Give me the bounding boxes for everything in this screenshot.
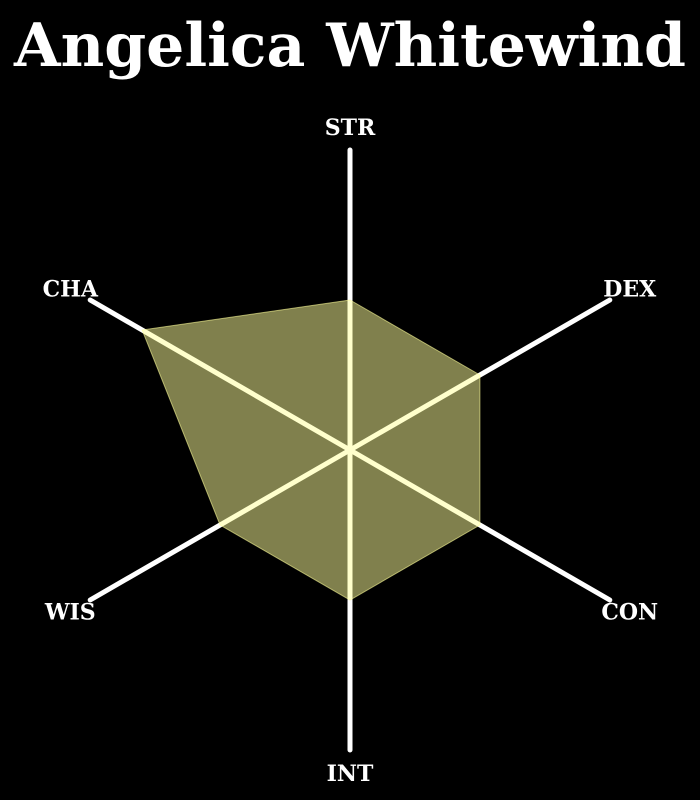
axis-label-cha: CHA [43, 277, 99, 303]
area-group [141, 299, 481, 601]
axis-label-con: CON [601, 600, 658, 626]
axis-label-int: INT [327, 761, 374, 787]
axis-label-wis: WIS [44, 600, 96, 626]
axis-label-str: STR [325, 115, 376, 141]
axis-label-dex: DEX [603, 277, 657, 303]
chart-title: Angelica Whitewind [13, 11, 686, 81]
labels-group: STR DEX CON INT WIS CHA [43, 115, 659, 787]
stat-area [141, 299, 481, 601]
